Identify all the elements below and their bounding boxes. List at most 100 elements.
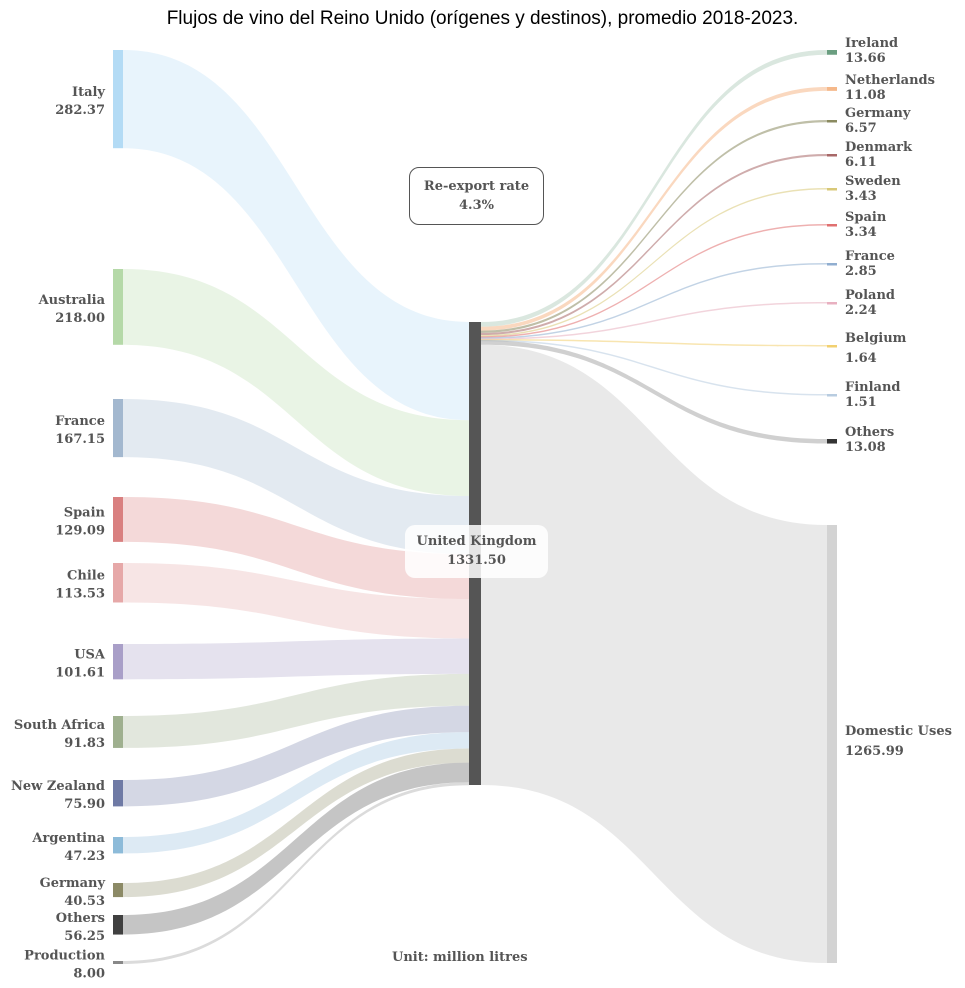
source-value: 56.25 <box>64 929 105 944</box>
destination-label: Ireland <box>845 36 898 51</box>
flow-others-to-uk <box>123 762 469 935</box>
destination-value: 1265.99 <box>845 744 904 759</box>
destination-flows <box>481 50 827 963</box>
flow-uk-to-sweden <box>481 188 827 337</box>
source-value: 40.53 <box>64 894 105 909</box>
destination-value: 2.24 <box>845 303 877 318</box>
flow-chile-to-uk <box>123 563 469 639</box>
source-node-france <box>113 399 123 458</box>
flow-new-zealand-to-uk <box>123 705 469 807</box>
source-node-italy <box>113 50 123 149</box>
source-label: Italy <box>72 85 105 100</box>
source-label: USA <box>74 648 106 663</box>
destination-value: 3.34 <box>845 225 877 240</box>
destination-value: 11.08 <box>845 88 886 103</box>
source-value: 8.00 <box>73 967 105 982</box>
source-value: 218.00 <box>55 311 105 326</box>
source-node-spain <box>113 497 123 542</box>
destination-label: Spain <box>845 210 887 225</box>
source-value: 75.90 <box>64 797 105 812</box>
source-node-australia <box>113 269 123 345</box>
destination-label: Finland <box>845 380 901 395</box>
destination-node-others <box>827 439 837 444</box>
flow-uk-to-belgium <box>481 339 827 347</box>
flow-uk-to-finland <box>481 339 827 396</box>
source-node-usa <box>113 644 123 680</box>
destination-node-belgium <box>827 345 837 348</box>
destination-value: 2.85 <box>845 264 877 279</box>
flow-uk-to-ireland <box>481 50 827 327</box>
flow-uk-to-germany <box>481 120 827 333</box>
source-value: 129.09 <box>55 523 105 538</box>
source-node-south-africa <box>113 716 123 748</box>
source-value: 101.61 <box>55 666 105 681</box>
source-label: South Africa <box>14 718 106 733</box>
destination-label: Denmark <box>845 140 913 155</box>
destination-node-denmark <box>827 154 837 157</box>
source-label: New Zealand <box>11 779 105 794</box>
source-node-germany <box>113 883 123 898</box>
destination-value: 3.43 <box>845 189 877 204</box>
flow-usa-to-uk <box>123 638 469 680</box>
source-value: 282.37 <box>55 103 105 118</box>
destination-label: France <box>845 249 895 264</box>
source-label: Spain <box>64 505 106 520</box>
source-label: Australia <box>38 293 106 308</box>
center-node-label: United Kingdom 1331.50 <box>405 525 548 578</box>
flow-uk-to-spain <box>481 224 827 338</box>
flow-argentina-to-uk <box>123 732 469 854</box>
destination-node-domestic-uses <box>827 525 837 963</box>
destination-node-france <box>827 263 837 266</box>
reexport-value: 4.3% <box>459 198 494 213</box>
destination-node-ireland <box>827 50 837 55</box>
destination-label: Netherlands <box>845 73 935 88</box>
destination-node-finland <box>827 394 837 397</box>
destination-value: 13.08 <box>845 440 886 455</box>
destination-node-spain <box>827 224 837 227</box>
chart-title: Flujos de vino del Reino Unido (orígenes… <box>166 8 799 29</box>
destination-node-netherlands <box>827 87 837 91</box>
unit-label: Unit: million litres <box>392 950 528 965</box>
flow-production-to-uk <box>123 782 469 964</box>
source-value: 113.53 <box>55 587 105 602</box>
source-label: Chile <box>67 569 105 584</box>
flow-uk-to-domestic-uses <box>481 344 827 963</box>
destination-label: Sweden <box>845 174 901 189</box>
flow-uk-to-others <box>481 340 827 444</box>
flow-spain-to-uk <box>123 497 469 600</box>
source-node-new-zealand <box>113 780 123 807</box>
flow-france-to-uk <box>123 399 469 555</box>
source-value: 167.15 <box>55 432 105 447</box>
source-node-chile <box>113 563 123 603</box>
destination-value: 1.64 <box>845 351 877 366</box>
flow-uk-to-france <box>481 263 827 339</box>
source-label: Production <box>24 949 105 964</box>
source-label: Germany <box>40 876 106 891</box>
flows <box>123 50 469 964</box>
flow-uk-to-poland <box>481 302 827 340</box>
destination-node-germany <box>827 120 837 123</box>
destination-value: 6.57 <box>845 121 877 136</box>
source-node-others <box>113 915 123 935</box>
reexport-rate-box: Re-export rate 4.3% <box>409 167 544 225</box>
destination-label: Poland <box>845 288 895 303</box>
flow-uk-to-netherlands <box>481 87 827 331</box>
destination-value: 13.66 <box>845 51 886 66</box>
source-value: 47.23 <box>64 849 105 864</box>
reexport-label: Re-export rate <box>423 179 530 194</box>
flow-germany-to-uk <box>123 748 469 898</box>
source-node-production <box>113 961 123 964</box>
flow-australia-to-uk <box>123 269 469 496</box>
source-value: 91.83 <box>64 736 105 751</box>
destination-label: Germany <box>845 106 911 121</box>
destination-label: Belgium <box>845 331 907 346</box>
source-node-argentina <box>113 837 123 854</box>
flow-uk-to-denmark <box>481 154 827 336</box>
center-node-value: 1331.50 <box>447 553 506 568</box>
destination-label: Domestic Uses <box>845 724 952 739</box>
destination-value: 6.11 <box>845 155 877 170</box>
destination-node-sweden <box>827 188 837 191</box>
destination-node-poland <box>827 302 837 305</box>
source-label: Others <box>56 911 105 926</box>
